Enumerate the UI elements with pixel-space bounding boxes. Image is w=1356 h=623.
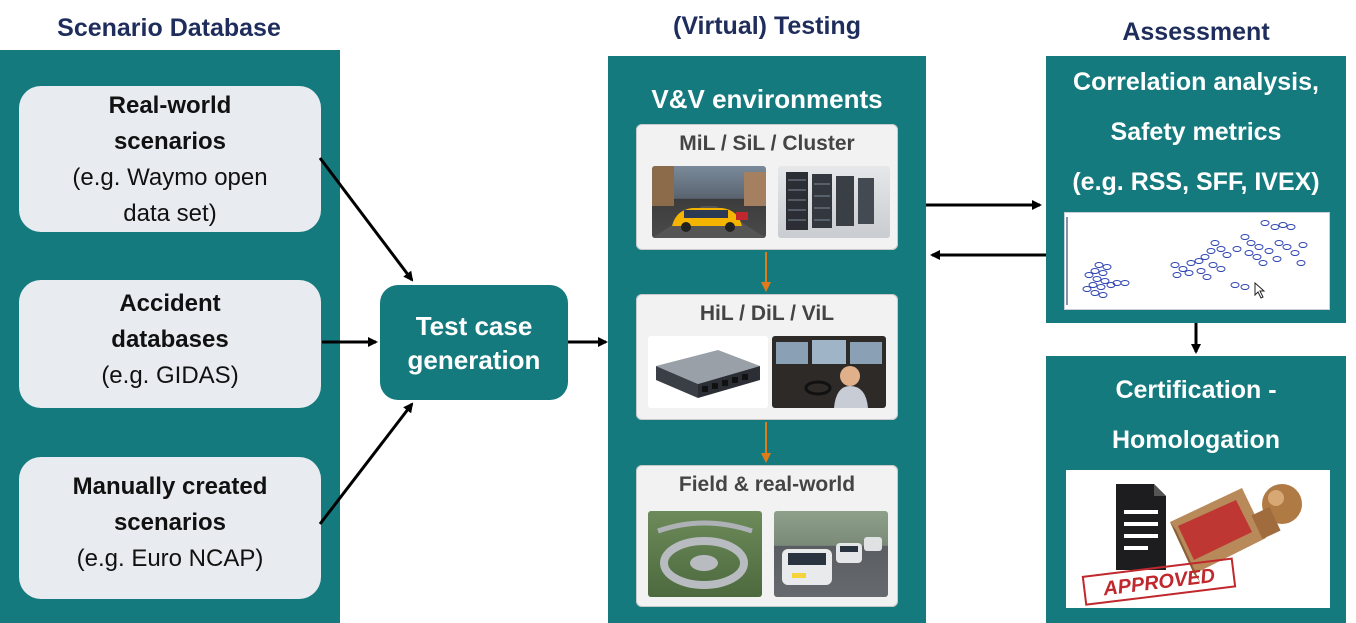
env-mil-sil-cluster: MiL / SiL / Cluster xyxy=(636,124,898,250)
certification-line: Certification - xyxy=(1115,376,1277,404)
source-title-line: scenarios xyxy=(113,509,227,536)
source-manually-created: Manually created scenarios (e.g. Euro NC… xyxy=(19,457,321,599)
test-case-generation: Test case generation xyxy=(380,285,568,400)
env-label: MiL / SiL / Cluster xyxy=(679,132,855,155)
test-track-image xyxy=(648,511,762,597)
source-example-line: (e.g. GIDAS) xyxy=(101,362,239,389)
env-label: Field & real-world xyxy=(678,473,856,496)
driver-simulator-image xyxy=(772,336,886,408)
scatter-plot xyxy=(1064,212,1330,310)
header-virtual-testing: (Virtual) Testing xyxy=(673,12,861,40)
source-real-world: Real-world scenarios (e.g. Waymo open da… xyxy=(19,86,321,232)
source-title-line: Manually created xyxy=(72,473,268,500)
assessment-line: (e.g. RSS, SFF, IVEX) xyxy=(1072,168,1320,196)
env-field-real-world: Field & real-world xyxy=(636,465,898,607)
env-label: HiL / DiL / ViL xyxy=(699,302,835,325)
arrow-realworld-to-tcg xyxy=(318,157,414,282)
assessment-line: Safety metrics xyxy=(1110,118,1282,146)
server-cluster-image xyxy=(778,166,890,238)
source-title-line: databases xyxy=(111,326,229,353)
source-example-line: (e.g. Waymo open xyxy=(72,164,268,191)
env-hil-dil-vil: HiL / DiL / ViL xyxy=(636,294,898,420)
test-case-line: generation xyxy=(407,344,541,375)
source-example-line: data set) xyxy=(123,200,217,227)
source-example-line: (e.g. Euro NCAP) xyxy=(76,545,264,572)
car-simulation-image xyxy=(652,166,766,238)
vv-title: V&V environments xyxy=(651,84,883,114)
header-assessment: Assessment xyxy=(1122,18,1270,46)
highway-cars-image xyxy=(774,511,888,597)
source-title-line: Accident xyxy=(119,290,221,317)
approved-stamp-image: APPROVED xyxy=(1066,470,1330,608)
assessment-line: Correlation analysis, xyxy=(1073,68,1319,96)
arrow-manual-to-tcg xyxy=(318,402,414,525)
source-title-line: Real-world xyxy=(108,92,232,119)
certification-line: Homologation xyxy=(1111,426,1281,454)
source-title-line: scenarios xyxy=(113,128,227,155)
flow-arrows xyxy=(318,157,1201,525)
scatter-points-svg xyxy=(1066,217,1308,305)
hardware-unit-image xyxy=(648,336,768,408)
test-case-line: Test case xyxy=(415,310,533,341)
header-scenario-database: Scenario Database xyxy=(57,14,281,42)
source-accident-databases: Accident databases (e.g. GIDAS) xyxy=(19,280,321,408)
